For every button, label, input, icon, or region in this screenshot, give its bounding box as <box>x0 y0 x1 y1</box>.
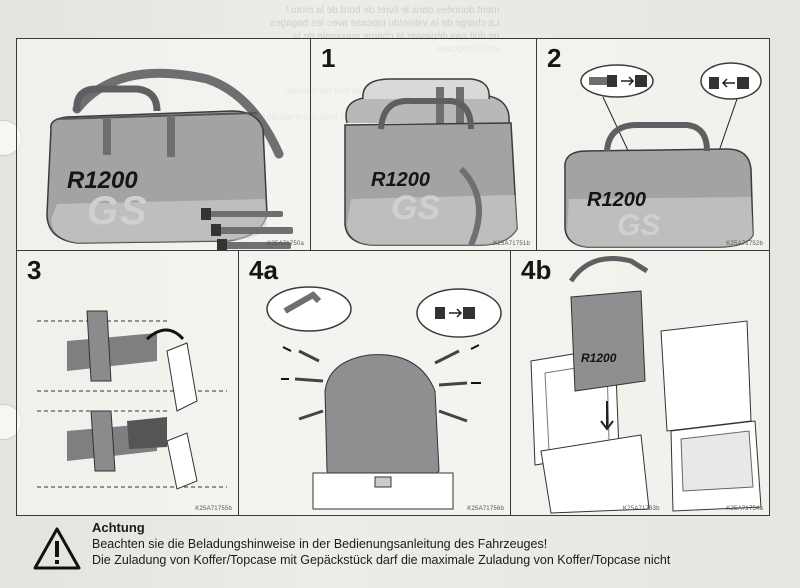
step-number: 3 <box>27 255 42 285</box>
step-number: 1 <box>321 43 336 73</box>
panel-step-4a: 4a K25A71756b <box>239 251 511 515</box>
bag-model-logo: R1200 <box>67 167 138 194</box>
bag-illustration <box>46 68 293 250</box>
bag-buckle-illustration <box>564 62 762 248</box>
buckle-icon <box>589 75 647 87</box>
figure-code: K25A71754a <box>726 506 763 512</box>
warning-text: Beachten sie die Beladungshinweise in de… <box>92 536 772 568</box>
topcase-fitting-illustration <box>266 286 502 510</box>
figure-code: K25A71750a <box>267 241 304 247</box>
loose-strap-icon <box>201 208 293 250</box>
step-number: 4a <box>249 255 278 285</box>
illustration-grid: R1200 GS K25A71750a 1 R1200 GS K25A71751… <box>16 38 770 516</box>
warning-line: Beachten sie die Beladungshinweise in de… <box>92 537 548 551</box>
bag-series-logo: GS <box>617 209 661 242</box>
figure-code: K25A71755b <box>195 506 232 512</box>
warning-block: Achtung Beachten sie die Beladungshinwei… <box>30 520 770 584</box>
buckle-icon <box>709 77 749 89</box>
sidecase-insert-illustration <box>530 256 762 514</box>
bag-model-logo: R1200 <box>587 189 646 211</box>
figure-code: K25A71753b <box>623 506 660 512</box>
step-number: 2 <box>547 43 562 73</box>
panel-step-2: 2 R1200 GS K <box>537 39 769 251</box>
figure-code: K25A71751b <box>493 241 530 247</box>
warning-title: Achtung <box>92 520 145 535</box>
step-number: 4b <box>521 255 552 285</box>
panel-overview: R1200 GS K25A71750a <box>17 39 311 251</box>
bag-series-logo: GS <box>391 189 441 227</box>
warning-line: Die Zuladung von Koffer/Topcase mit Gepä… <box>92 553 671 567</box>
figure-code: K25A71756b <box>467 506 504 512</box>
bag-model-logo: R1200 <box>371 169 430 191</box>
panel-step-4b: 4b R1200 K25A71753b K25A71754a <box>511 251 769 515</box>
figure-code: K25A71752b <box>726 241 763 247</box>
bag-model-logo: R1200 <box>581 351 617 365</box>
panel-step-3: 3 K25A71755b <box>17 251 239 515</box>
warning-triangle-icon <box>33 527 81 570</box>
bag-rolled-illustration <box>344 78 518 247</box>
buckle-icon <box>435 307 475 319</box>
bag-series-logo: GS <box>87 189 149 233</box>
panel-step-1: 1 R1200 GS K25A71751b <box>311 39 537 251</box>
velcro-strap-illustration <box>37 310 227 490</box>
